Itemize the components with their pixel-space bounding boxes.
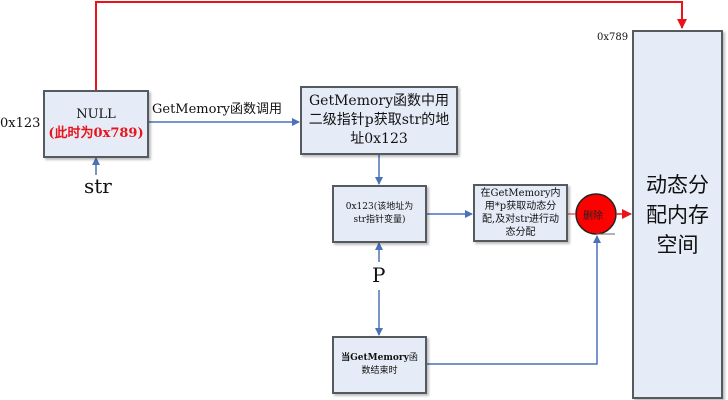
end-to-delete-arrow (427, 235, 601, 365)
memory-text: 动态分配内存空间 (646, 172, 709, 257)
getmemory-text: GetMemory函数中用二级指针p获取str的地址0x123 (308, 93, 450, 147)
end-text-bold: 当GetMemory (341, 353, 409, 363)
alloc-box: 在GetMemory内用*p获取动态分配,及对str进行动态分配 (473, 184, 568, 242)
delete-label: 删除 (583, 211, 603, 222)
red-pointer-line (95, 1, 687, 90)
null-note: (此时为0x789) (48, 126, 144, 141)
end-text: 当GetMemory函数结束时 (338, 352, 421, 378)
p-label: P (372, 263, 386, 287)
str-label: str (84, 174, 112, 198)
getmemory-box: GetMemory函数中用二级指针p获取str的地址0x123 (300, 86, 458, 155)
alloc-text: 在GetMemory内用*p获取动态分配,及对str进行动态分配 (480, 188, 561, 238)
null-text: NULL (76, 107, 116, 122)
pointer-text: 0x123(该地址为str指针变量) (345, 202, 414, 225)
end-box: 当GetMemory函数结束时 (332, 336, 427, 394)
call-label: GetMemory函数调用 (152, 102, 283, 117)
memory-address: 0x789 (597, 32, 629, 43)
end-text-rest: 函数结束时 (361, 353, 418, 376)
null-box: NULL (此时为0x789) (43, 90, 149, 158)
memory-box: 动态分配内存空间 (632, 30, 723, 399)
pointer-box: 0x123(该地址为str指针变量) (332, 185, 427, 243)
null-box-address: 0x123 (0, 116, 41, 131)
